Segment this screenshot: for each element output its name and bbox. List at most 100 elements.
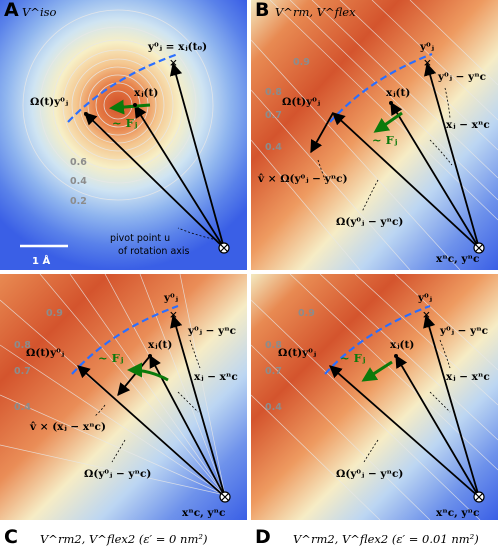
contour-label-d-0.8: 0.8 [265, 340, 282, 351]
label-omega-b: Ω(t)y⁰ⱼ [282, 96, 320, 108]
contour-label-b-0.8: 0.8 [265, 87, 282, 98]
label-diff2-b: xⱼ − xⁿc [446, 119, 490, 131]
vector-omega-d [329, 365, 480, 498]
label-cross-c: v̂ × (xⱼ − xⁿc) [29, 421, 106, 433]
vector-x-c [149, 354, 226, 498]
contour-label-c-0.7: 0.7 [14, 366, 31, 377]
pivot-circle-x-icon [473, 242, 485, 254]
panel-title-c: V^rm2, V^flex2 (ε′ = 0 nm²) [40, 532, 207, 546]
contours-a [22, 9, 214, 201]
vector-omega-c [77, 365, 226, 498]
label-x-a: xⱼ(t) [134, 87, 158, 99]
label-force-a: ~ Fⱼ [112, 116, 138, 130]
cross-marker-y0-a: × [169, 57, 178, 69]
leaders-d [363, 339, 451, 463]
label-force-b: ~ Fⱼ [372, 133, 398, 147]
vector-omega-a [84, 112, 225, 249]
pivot-circle-x-icon [219, 491, 231, 503]
label-diff1-d: y⁰ⱼ − yⁿc [439, 325, 488, 337]
contour-label-0.4: 0.4 [70, 176, 87, 187]
label-top-c: y⁰ⱼ [163, 292, 178, 304]
contour-label-b-0.4: 0.4 [265, 142, 282, 153]
label-pivot-1: pivot point u [110, 233, 170, 244]
contour-label-d-0.9: 0.9 [298, 308, 315, 319]
label-force-c: ~ Fⱼ [98, 351, 124, 365]
contour-label-d-0.4: 0.4 [265, 402, 282, 413]
panel-title-b: V^rm, V^flex [275, 5, 356, 19]
label-force-d: ~ Fⱼ [340, 351, 366, 365]
force-arrow-a [109, 99, 151, 115]
point-x-d [394, 354, 398, 358]
point-x-a [133, 103, 137, 107]
rotation-arc-c [71, 304, 179, 375]
potential-field-d [251, 274, 498, 520]
panel-letter-d: D [255, 526, 271, 548]
panel-c: × y⁰ⱼ Ω(t)y⁰ⱼ xⱼ(t) ~ Fⱼ y⁰ⱼ − yⁿc xⱼ − … [0, 274, 247, 520]
contour-label-b-0.7: 0.7 [265, 110, 282, 121]
vector-y0-a [169, 62, 225, 249]
label-x-b: xⱼ(t) [386, 87, 410, 99]
label-omega-diff-c: Ω(y⁰ⱼ − yⁿc) [84, 468, 151, 480]
label-x-d: xⱼ(t) [390, 339, 414, 351]
pivot-leader-a [177, 227, 218, 241]
cross-marker-y0-d: × [422, 309, 431, 321]
vector-y0-b [424, 62, 480, 249]
vector-x-a [134, 104, 225, 249]
panel-letter-b: B [255, 0, 269, 21]
label-top-b: y⁰ⱼ [419, 41, 434, 53]
label-cross-b: v̂ × Ω(y⁰ⱼ − yⁿc) [257, 173, 348, 185]
rotation-arc-a [67, 52, 179, 123]
contour-label-c-0.4: 0.4 [14, 402, 31, 413]
force-arrow-c [127, 362, 169, 382]
contours-b [251, 0, 498, 270]
scale-bar-label: 1 Å [32, 254, 50, 267]
panel-letter-a: A [4, 0, 19, 21]
label-omega-c: Ω(t)y⁰ⱼ [26, 347, 64, 359]
label-omega-d: Ω(t)y⁰ⱼ [278, 347, 316, 359]
point-x-c [148, 354, 152, 358]
contour-label-d-0.7: 0.7 [265, 366, 282, 377]
panel-title-a: V^iso [22, 5, 57, 19]
contour-label-0.6: 0.6 [70, 157, 87, 168]
label-diff1-b: y⁰ⱼ − yⁿc [437, 71, 486, 83]
cross-marker-y0-b: × [423, 57, 432, 69]
point-x-b [389, 101, 393, 105]
contour-label-0.2: 0.2 [70, 196, 87, 207]
contours-d [251, 274, 498, 520]
vector-y0-d [423, 314, 480, 498]
label-pivot-2: of rotation axis [118, 246, 190, 257]
contour-label-c-0.8: 0.8 [14, 340, 31, 351]
label-omega-diff-b: Ω(y⁰ⱼ − yⁿc) [336, 216, 403, 228]
label-omega-diff-d: Ω(y⁰ⱼ − yⁿc) [336, 468, 403, 480]
leaders-c [94, 339, 201, 463]
cross-marker-y0-c: × [169, 309, 178, 321]
label-diff2-c: xⱼ − xⁿc [194, 371, 238, 383]
force-arrow-b [373, 111, 403, 133]
vector-y0-c [170, 314, 226, 498]
panel-title-d: V^rm2, V^flex2 (ε′ = 0.01 nm²) [293, 532, 479, 546]
panel-letter-c: C [4, 526, 18, 548]
label-center-c: xⁿc, yⁿc [182, 507, 225, 519]
panel-b: × y⁰ⱼ Ω(t)y⁰ⱼ xⱼ(t) ~ Fⱼ y⁰ⱼ − yⁿc xⱼ − … [251, 0, 498, 270]
pivot-circle-x-icon [218, 242, 230, 254]
vector-omega-b [332, 112, 480, 249]
potential-field-a [0, 0, 247, 270]
vector-cross-b [310, 112, 334, 154]
vector-x-b [390, 101, 480, 249]
label-omega-a: Ω(t)y⁰ⱼ [30, 96, 68, 108]
contour-label-c-0.9: 0.9 [46, 308, 63, 319]
label-top-d: y⁰ⱼ [417, 292, 432, 304]
point-omega-a [84, 112, 88, 116]
label-x-c: xⱼ(t) [148, 339, 172, 351]
force-arrow-d [361, 360, 393, 382]
label-top-a: y⁰ⱼ = xⱼ(t₀) [147, 41, 207, 53]
leaders-b [317, 87, 453, 213]
label-diff2-d: xⱼ − xⁿc [446, 371, 490, 383]
contour-label-b-0.9: 0.9 [293, 57, 310, 68]
panel-d: × y⁰ⱼ Ω(t)y⁰ⱼ xⱼ(t) ~ Fⱼ y⁰ⱼ − yⁿc xⱼ − … [251, 274, 498, 520]
label-diff1-c: y⁰ⱼ − yⁿc [187, 325, 236, 337]
panel-a: × y⁰ⱼ = xⱼ(t₀) Ω(t)y⁰ⱼ xⱼ(t) ~ Fⱼ 0.6 0.… [0, 0, 247, 270]
vector-x-d [395, 354, 480, 498]
label-center-d: xⁿc, yⁿc [436, 507, 479, 519]
